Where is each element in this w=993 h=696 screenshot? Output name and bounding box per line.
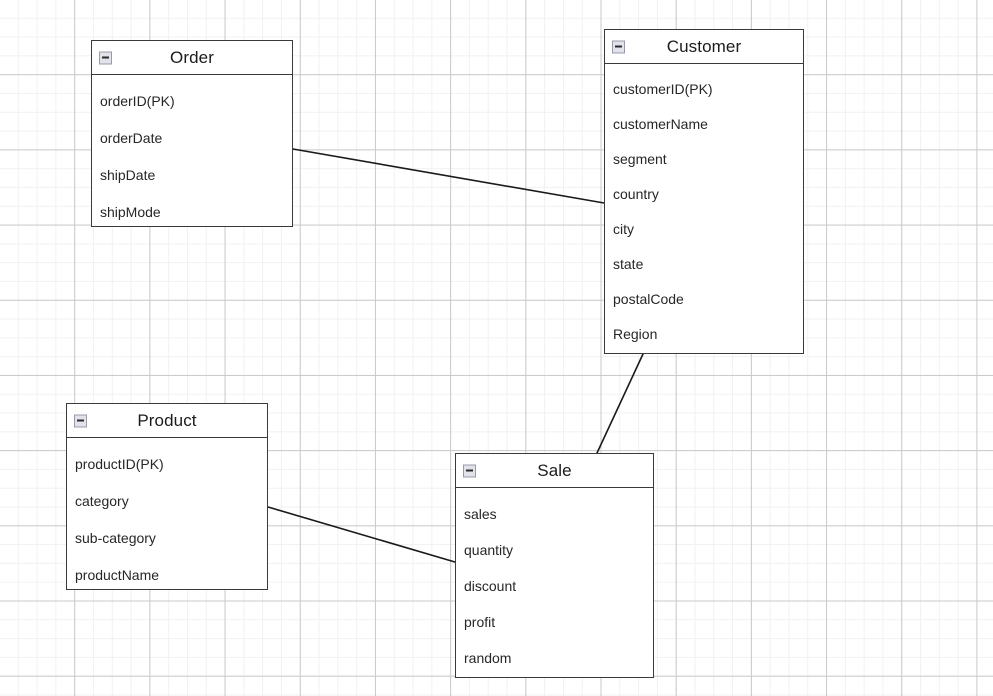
attribute-row[interactable]: shipDate [100, 167, 156, 183]
attribute-row[interactable]: state [613, 256, 644, 272]
attribute-row[interactable]: sub-category [75, 530, 156, 546]
attribute-row[interactable]: profit [464, 614, 496, 630]
entity-attributes-order: orderID(PK) orderDate shipDate shipMode [92, 75, 292, 231]
attribute-row[interactable]: discount [464, 578, 517, 594]
attribute-row[interactable]: productID(PK) [75, 456, 164, 472]
attribute-row[interactable]: customerName [613, 116, 708, 132]
entity-attributes-sale: sales quantity discount profit random [456, 488, 653, 677]
connector-customer-sale[interactable] [595, 352, 645, 455]
attribute-row[interactable]: productName [75, 567, 160, 583]
attribute-row[interactable]: Region [613, 326, 658, 342]
entity-title-customer: Customer [666, 37, 742, 56]
entity-header-sale[interactable]: Sale [456, 454, 653, 488]
attribute-row[interactable]: category [75, 493, 129, 509]
connector-product-sale[interactable] [267, 506, 456, 563]
entity-product[interactable]: Product productID(PK) category sub-category… [66, 403, 268, 590]
entity-header-product[interactable]: Product [67, 404, 267, 438]
entity-attributes-product: productID(PK) category sub-category product… [67, 438, 267, 594]
attribute-row[interactable]: customerID(PK) [613, 81, 713, 97]
collapse-minus-icon[interactable] [612, 40, 625, 53]
minus-bar [615, 45, 622, 48]
entity-header-order[interactable]: Order [92, 41, 292, 75]
attribute-row[interactable]: city [613, 221, 634, 237]
attribute-row[interactable]: country [613, 186, 659, 202]
entity-title-order: Order [170, 48, 214, 67]
entity-customer[interactable]: Customer customerID(PK) customerName segmen… [604, 29, 804, 354]
minus-bar [77, 419, 84, 422]
attribute-row[interactable]: segment [613, 151, 667, 167]
collapse-minus-icon[interactable] [74, 414, 87, 427]
minus-bar [102, 56, 109, 59]
entity-attributes-customer: customerID(PK) customerName segment country… [605, 64, 803, 353]
entity-order[interactable]: Order orderID(PK) orderDate shipDate shipMod… [91, 40, 293, 227]
attribute-row[interactable]: orderDate [100, 130, 163, 146]
attribute-row[interactable]: quantity [464, 542, 514, 558]
attribute-row[interactable]: shipMode [100, 204, 161, 220]
entity-title-sale: Sale [537, 461, 572, 480]
collapse-minus-icon[interactable] [463, 464, 476, 477]
connector-order-customer[interactable] [292, 148, 605, 204]
minus-bar [466, 469, 473, 472]
collapse-minus-icon[interactable] [99, 51, 112, 64]
entity-title-product: Product [137, 411, 197, 430]
attribute-row[interactable]: random [464, 650, 512, 666]
attribute-row[interactable]: sales [464, 506, 497, 522]
attribute-row[interactable]: postalCode [613, 291, 684, 307]
attribute-row[interactable]: orderID(PK) [100, 93, 175, 109]
entity-header-customer[interactable]: Customer [605, 30, 803, 64]
entity-sale[interactable]: Sale sales quantity discount profit random [455, 453, 654, 678]
